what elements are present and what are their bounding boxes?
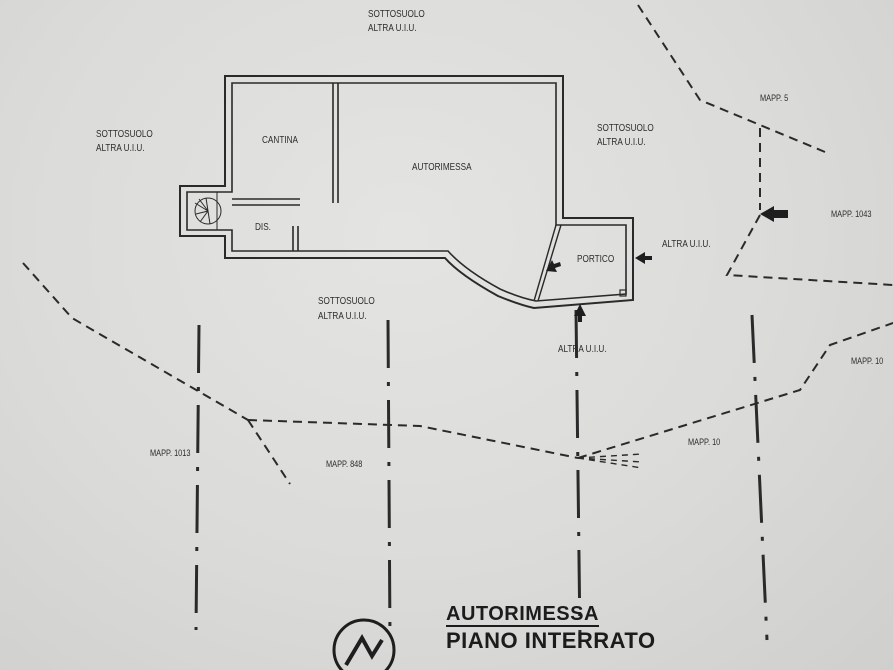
label-sottosuolo-right: SOTTOSUOLO: [597, 123, 654, 134]
entrance-arrow-icon: [546, 206, 788, 322]
label-altra-uiu-left: ALTRA U.I.U.: [96, 143, 145, 154]
label-altra-uiu-portico-right: ALTRA U.I.U.: [662, 239, 711, 250]
label-sottosuolo-center: SOTTOSUOLO: [318, 296, 375, 307]
parcel-label-mapp-5: MAPP. 5: [760, 93, 789, 103]
label-altra-uiu-portico-below: ALTRA U.I.U.: [558, 344, 607, 355]
building-walls: [179, 75, 634, 310]
vertical-reference-lines: [194, 309, 769, 641]
parcel-label-mapp-848: MAPP. 848: [326, 459, 363, 469]
room-label-cantina: CANTINA: [262, 135, 299, 146]
room-label-autorimessa: AUTORIMESSA: [412, 162, 472, 173]
parcel-label-mapp-1043: MAPP. 1043: [831, 209, 872, 219]
room-label-dis: DIS.: [255, 222, 271, 233]
label-altra-uiu-center: ALTRA U.I.U.: [318, 311, 367, 322]
parcel-label-mapp-1013: MAPP. 1013: [150, 448, 191, 458]
north-arrow-icon: [332, 618, 396, 670]
spiral-stair-icon: [186, 191, 222, 231]
parcel-label-mapp-10-right: MAPP. 10: [851, 356, 884, 366]
parcel-boundaries: [22, 4, 893, 485]
drawing-title: AUTORIMESSA: [446, 603, 599, 627]
label-sottosuolo-left: SOTTOSUOLO: [96, 129, 153, 140]
label-sottosuolo-top: SOTTOSUOLO: [368, 9, 425, 20]
drawing-subtitle: PIANO INTERRATO: [446, 628, 656, 653]
room-label-portico: PORTICO: [577, 254, 615, 265]
parcel-label-mapp-10: MAPP. 10: [688, 437, 721, 447]
label-altra-uiu-right: ALTRA U.I.U.: [597, 137, 646, 148]
portico-pillar: [619, 289, 627, 297]
label-altra-uiu-top: ALTRA U.I.U.: [368, 23, 417, 34]
